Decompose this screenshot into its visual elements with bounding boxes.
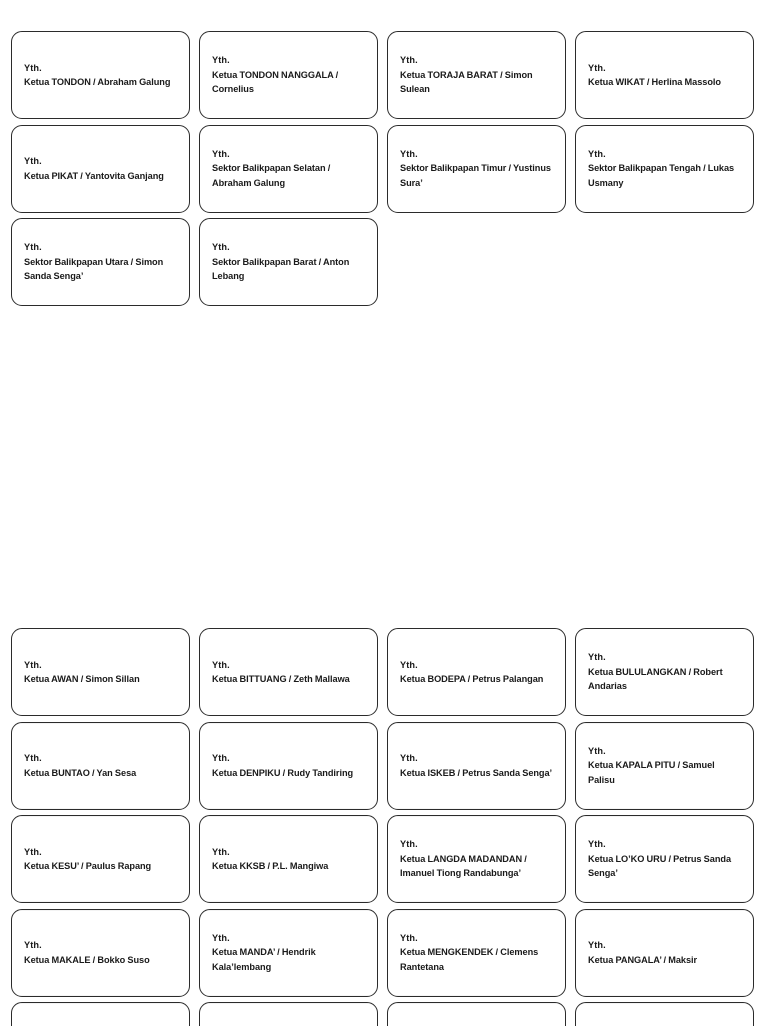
label-recipient: Ketua TONDON NANGGALA / Cornelius [212,69,339,95]
label-salutation: Yth. [24,62,42,73]
label-recipient: Ketua LO’KO URU / Petrus Sanda Senga’ [588,853,732,879]
label-recipient: Ketua BODEPA / Petrus Palangan [400,674,544,684]
label-recipient: Sektor Balikpapan Tengah / Lukas Usmany [588,163,735,188]
label-salutation: Yth. [588,652,606,663]
label-salutation: Yth. [400,753,418,763]
label-card[interactable]: Yth. Sektor Balikpapan Selatan / Abraham … [199,124,378,213]
label-recipient: Ketua ISKEB / Petrus Sanda Senga’ [400,767,553,778]
label-card[interactable]: Yth. Ketua KKSB / P.L. Mangiwa [199,815,378,903]
label-recipient: Ketua TONDON / Abraham Galung [24,77,171,87]
label-recipient: Ketua MAKALE / Bokko Suso [24,954,150,965]
label-recipient: Sektor Balikpapan Selatan / Abraham Galu… [212,163,331,188]
label-salutation: Yth. [400,932,418,943]
label-salutation: Yth. [400,659,418,670]
label-card[interactable]: Yth. Ketua DENPIKU / Rudy Tandiring [199,721,378,810]
label-recipient: Sektor Balikpapan Utara / Simon Sanda Se… [24,256,164,282]
label-card[interactable]: Yth. Ketua MAKALE / Bokko Suso [11,908,190,997]
label-salutation: Yth. [588,839,606,850]
label-card[interactable]: Yth. Ketua BODEPA / Petrus Palangan [387,628,566,716]
label-recipient: Ketua BUNTAO / Yan Sesa [24,767,137,778]
label-recipient: Sektor Balikpapan Barat / Anton Lebang [212,256,350,282]
label-recipient: Ketua PIKAT / Yantovita Ganjang [24,170,164,181]
label-row: Yth. Ketua AWAN / Simon Sillan Yth. Ketua B… [0,628,768,722]
label-card[interactable]: Yth. Ketua KAPALA PITU / Samuel Palisu [575,721,754,810]
label-card[interactable]: Yth. Sektor Balikpapan Barat / Anton Leba… [199,218,378,306]
label-salutation: Yth. [212,55,230,66]
label-card[interactable]: Yth. Ketua MANDA’ / Hendrik Kala’lembang [199,908,378,997]
label-recipient: Ketua BULULANGKAN / Robert Andarias [588,666,723,692]
label-recipient: Ketua TORAJA BARAT / Simon Sulean [400,69,533,95]
label-salutation: Yth. [212,659,230,670]
label-recipient: Ketua KAPALA PITU / Samuel Palisu [588,760,715,785]
label-card[interactable]: Yth. Sektor Balikpapan Utara / Simon Sand… [11,218,190,306]
label-row: Yth. Yth. Yth. [0,1002,768,1026]
label-card[interactable]: Yth. Ketua LANGDA MADANDAN / Imanuel Tion… [387,815,566,903]
label-salutation: Yth. [588,148,606,159]
label-card[interactable]: Yth. [387,1002,566,1026]
label-recipient: Ketua MANDA’ / Hendrik Kala’lembang [212,947,316,972]
label-salutation: Yth. [212,148,230,159]
label-salutation: Yth. [24,659,42,670]
label-card[interactable]: Yth. Ketua PIKAT / Yantovita Ganjang [11,124,190,213]
label-recipient: Ketua MENGKENDEK / Clemens Rantetana [400,947,539,972]
label-salutation: Yth. [24,940,42,950]
label-recipient: Ketua LANGDA MADANDAN / Imanuel Tiong Ra… [400,853,527,879]
label-salutation: Yth. [400,55,418,66]
label-salutation: Yth. [24,242,42,253]
label-salutation: Yth. [212,753,230,763]
label-card[interactable] [11,1002,190,1026]
label-card[interactable]: Yth. Ketua BULULANGKAN / Robert Andarias [575,628,754,716]
label-salutation: Yth. [400,839,418,850]
label-salutation: Yth. [24,156,42,166]
label-card[interactable]: Yth. Ketua MENGKENDEK / Clemens Rantetana [387,908,566,997]
label-salutation: Yth. [588,62,606,73]
label-card[interactable]: Yth. Ketua BITTUANG / Zeth Mallawa [199,628,378,716]
label-card[interactable]: Yth. Ketua TONDON NANGGALA / Cornelius [199,31,378,119]
label-recipient: Ketua AWAN / Simon Sillan [24,674,140,684]
label-recipient: Ketua BITTUANG / Zeth Mallawa [212,674,350,684]
label-card[interactable]: Yth. [575,1002,754,1026]
label-card[interactable]: Yth. Ketua ISKEB / Petrus Sanda Senga’ [387,721,566,810]
label-salutation: Yth. [588,745,606,756]
label-salutation: Yth. [588,940,606,950]
label-row: Yth. Ketua BUNTAO / Yan Sesa Yth. Ketua DEN… [0,721,768,816]
label-recipient: Ketua KESU’ / Paulus Rapang [24,861,152,871]
label-salutation: Yth. [400,148,418,159]
label-card[interactable]: Yth. Ketua KESU’ / Paulus Rapang [11,815,190,903]
label-card[interactable]: Yth. Sektor Balikpapan Tengah / Lukas Usm… [575,124,754,213]
label-recipient: Ketua KKSB / P.L. Mangiwa [212,861,329,871]
label-recipient: Ketua WIKAT / Herlina Massolo [588,77,721,87]
label-row: Yth. Ketua MAKALE / Bokko Suso Yth. Ketua M… [0,908,768,1003]
label-card[interactable]: Yth. Ketua BUNTAO / Yan Sesa [11,721,190,810]
label-card[interactable]: Yth. Ketua WIKAT / Herlina Massolo [575,31,754,119]
label-row: Yth. Ketua KESU’ / Paulus Rapang Yth. Ketua… [0,815,768,909]
label-card[interactable]: Yth. Ketua PANGALA’ / Maksir [575,908,754,997]
label-card[interactable]: Yth. Ketua TORAJA BARAT / Simon Sulean [387,31,566,119]
label-card[interactable]: Yth. [199,1002,378,1026]
label-card[interactable]: Yth. Ketua LO’KO URU / Petrus Sanda Senga… [575,815,754,903]
label-salutation: Yth. [24,753,42,763]
label-card[interactable]: Yth. Ketua AWAN / Simon Sillan [11,628,190,716]
label-card[interactable]: Yth. Ketua TONDON / Abraham Galung [11,31,190,119]
label-recipient: Sektor Balikpapan Timur / Yustinus Sura’ [400,163,551,188]
label-row: Yth. Ketua PIKAT / Yantovita Ganjang Yth. S… [0,124,768,219]
label-salutation: Yth. [212,846,230,857]
label-salutation: Yth. [212,242,230,253]
label-salutation: Yth. [24,846,42,857]
label-recipient: Ketua PANGALA’ / Maksir [588,954,698,965]
label-row: Yth. Sektor Balikpapan Utara / Simon Sand… [0,218,768,312]
label-row: Yth. Ketua TONDON / Abraham Galung Yth. Ket… [0,31,768,125]
label-recipient: Ketua DENPIKU / Rudy Tandiring [212,767,354,778]
label-card[interactable]: Yth. Sektor Balikpapan Timur / Yustinus S… [387,124,566,213]
label-salutation: Yth. [212,932,230,943]
